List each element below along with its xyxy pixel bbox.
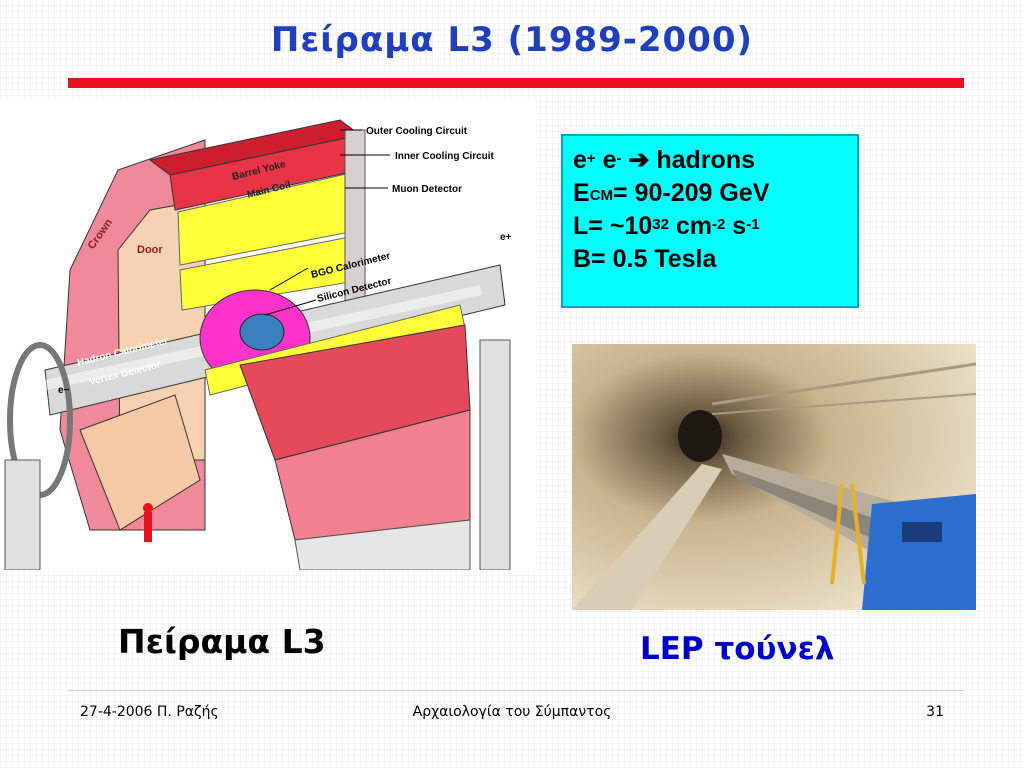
detector-diagram: Outer Cooling Circuit Inner Cooling Circ…: [4, 119, 512, 571]
footer-author-date: 27-4-2006 Π. Ραζής: [80, 704, 219, 720]
lep-tunnel-photo: [572, 344, 976, 610]
caption-lep-tunnel: LEP τούνελ: [640, 631, 835, 667]
energy-line: ECM= 90-209 GeV: [573, 179, 770, 207]
label-door: Door: [137, 244, 163, 256]
label-outer-cooling: Outer Cooling Circuit: [366, 126, 468, 137]
label-inner-cooling: Inner Cooling Circuit: [395, 151, 495, 162]
label-e-minus: e−: [58, 385, 70, 396]
luminosity-line: L= ~1032 cm-2 s-1: [573, 212, 760, 240]
detector-illustration: Outer Cooling Circuit Inner Cooling Circ…: [0, 100, 536, 571]
footer-page-number: 31: [926, 704, 944, 720]
arrow-icon: ➔: [621, 146, 657, 174]
field-line: B= 0.5 Tesla: [573, 245, 717, 273]
caption-l3-experiment: Πείραμα L3: [118, 622, 326, 661]
slide-title: Πείραμα L3 (1989-2000): [270, 20, 754, 60]
footer-rule: [68, 690, 964, 691]
footer-course-title: Αρχαιολογία του Σύμπαντος: [412, 704, 612, 720]
title-rule: [68, 78, 964, 88]
reaction-line: e+ e- ➔ hadrons: [573, 146, 755, 174]
label-muon-detector: Muon Detector: [392, 184, 462, 195]
physics-parameters-box: e+ e- ➔ hadrons ECM= 90-209 GeV L= ~1032…: [561, 134, 859, 308]
label-e-plus: e+: [500, 232, 512, 243]
